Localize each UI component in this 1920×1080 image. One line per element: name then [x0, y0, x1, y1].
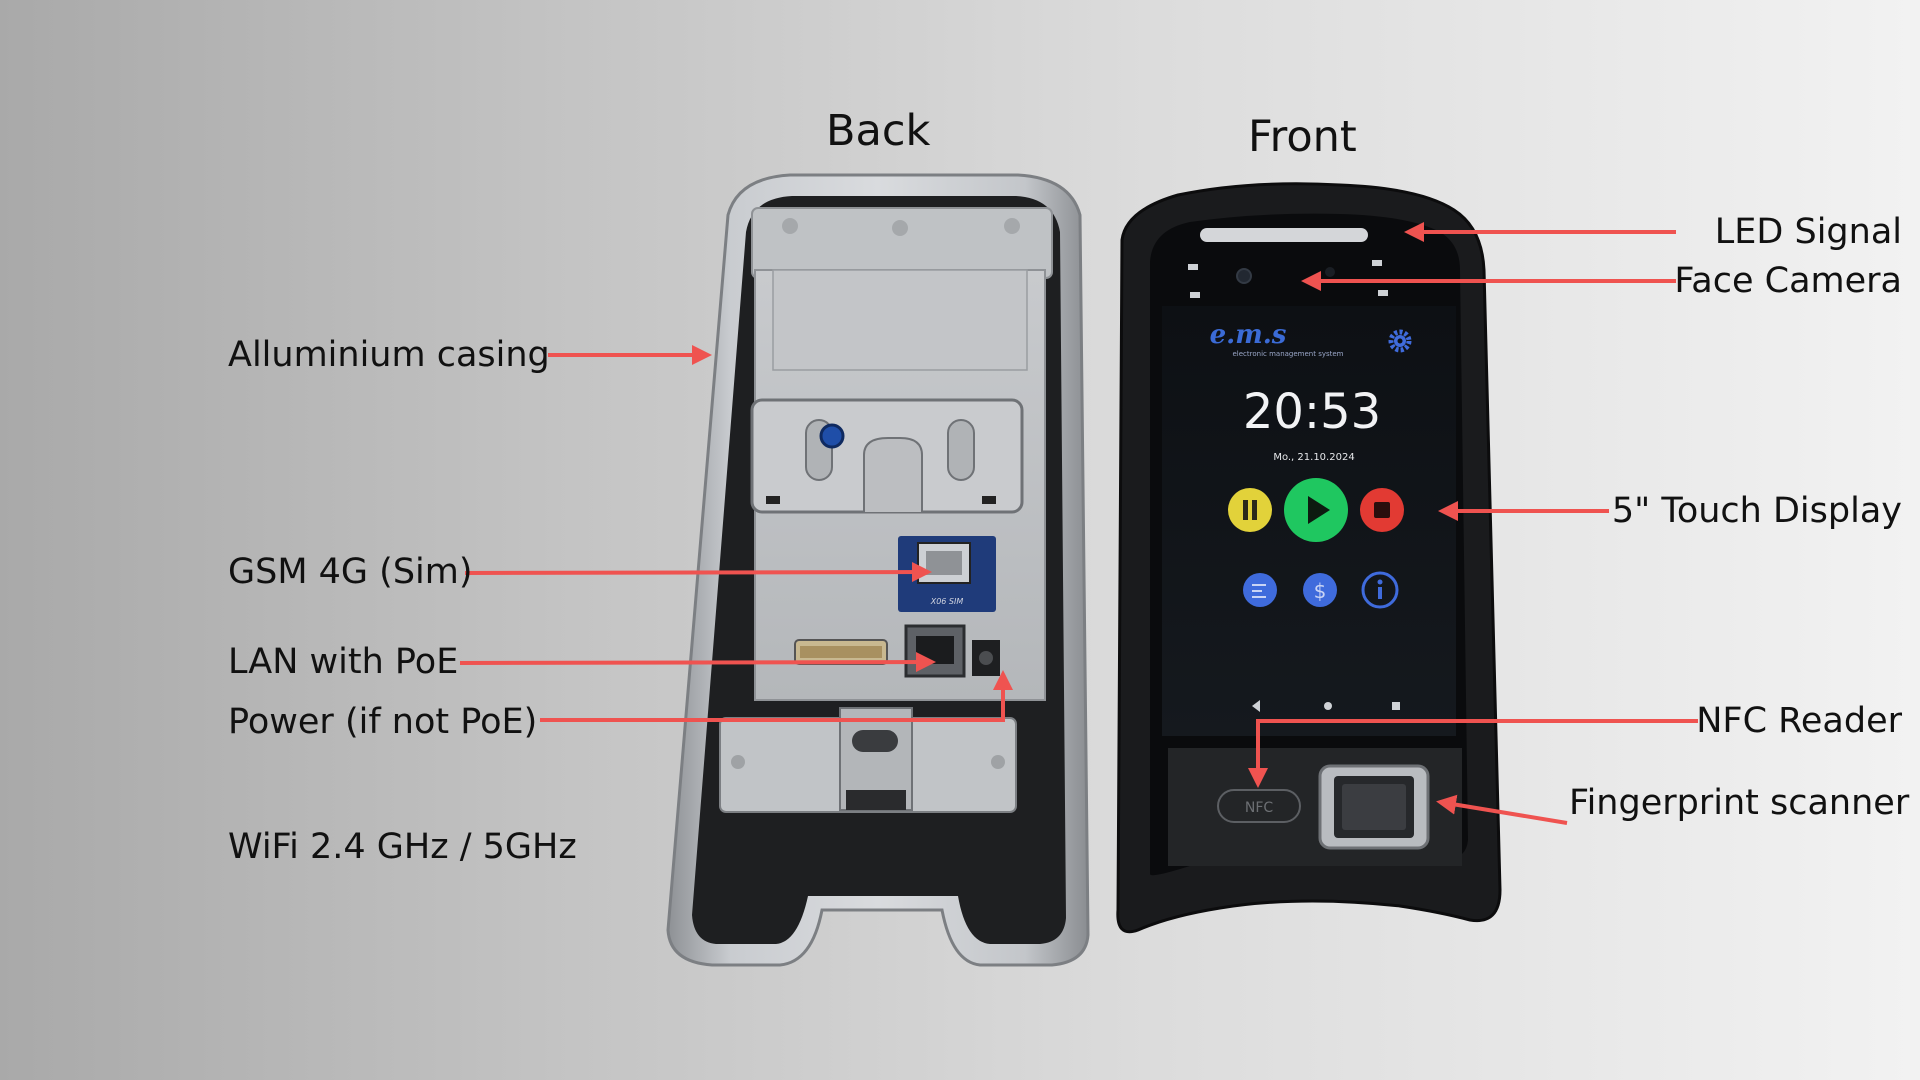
nfc-marker: NFC [1217, 789, 1301, 823]
arrow-lan [459, 652, 936, 673]
play-button[interactable] [1284, 478, 1348, 542]
list-icon [1252, 584, 1266, 598]
stop-icon [1374, 502, 1390, 518]
label-touch-display: 5" Touch Display [1611, 491, 1902, 531]
label-gsm: GSM 4G (Sim) [228, 552, 473, 592]
info-button[interactable] [1361, 571, 1399, 609]
arrow-nfc [1248, 719, 1698, 788]
arrow-gsm [464, 562, 932, 583]
pause-icon [1243, 500, 1248, 520]
label-aluminium-casing: Alluminium casing [228, 335, 550, 375]
clock-date: Mo., 21.10.2024 [1273, 452, 1354, 463]
clock-time: 20:53 [1243, 384, 1381, 440]
led-signal-bar [1200, 228, 1368, 242]
info-icon [1377, 579, 1383, 585]
sim-label: X06 SIM [930, 597, 964, 606]
label-lan: LAN with PoE [228, 642, 459, 682]
arrow-power [540, 670, 1013, 722]
blue-screw [819, 423, 845, 449]
heading-front: Front [1248, 112, 1357, 162]
ems-logo-subtitle: electronic management system [1232, 350, 1343, 358]
label-fingerprint: Fingerprint scanner [1569, 783, 1910, 823]
heading-back: Back [826, 106, 931, 156]
arrow-fingerprint [1436, 794, 1568, 825]
nav-back-icon[interactable] [1252, 700, 1260, 712]
list-button[interactable] [1243, 573, 1277, 607]
back-device: X06 SIM [666, 173, 1090, 967]
label-nfc-reader: NFC Reader [1696, 701, 1902, 741]
nav-recent-icon[interactable] [1392, 702, 1400, 710]
pause-button[interactable] [1228, 488, 1272, 532]
label-face-camera: Face Camera [1674, 261, 1902, 301]
play-icon [1308, 496, 1330, 524]
stop-button[interactable] [1360, 488, 1404, 532]
label-wifi: WiFi 2.4 GHz / 5GHz [228, 827, 577, 867]
dollar-icon: $ [1314, 579, 1327, 603]
front-device: e.m.s electronic management system 20:53… [1116, 182, 1502, 934]
dollar-button[interactable]: $ [1303, 573, 1337, 607]
top-bracket [751, 207, 1053, 279]
face-camera-lens [1236, 268, 1252, 284]
callout-arrows [459, 222, 1698, 825]
label-led-signal: LED Signal [1714, 212, 1902, 252]
nfc-mark-label: NFC [1245, 800, 1274, 816]
ems-logo: e.m.s [1210, 320, 1287, 350]
gear-icon[interactable] [1388, 329, 1412, 353]
nav-home-icon[interactable] [1324, 702, 1332, 710]
label-power: Power (if not PoE) [228, 702, 538, 742]
